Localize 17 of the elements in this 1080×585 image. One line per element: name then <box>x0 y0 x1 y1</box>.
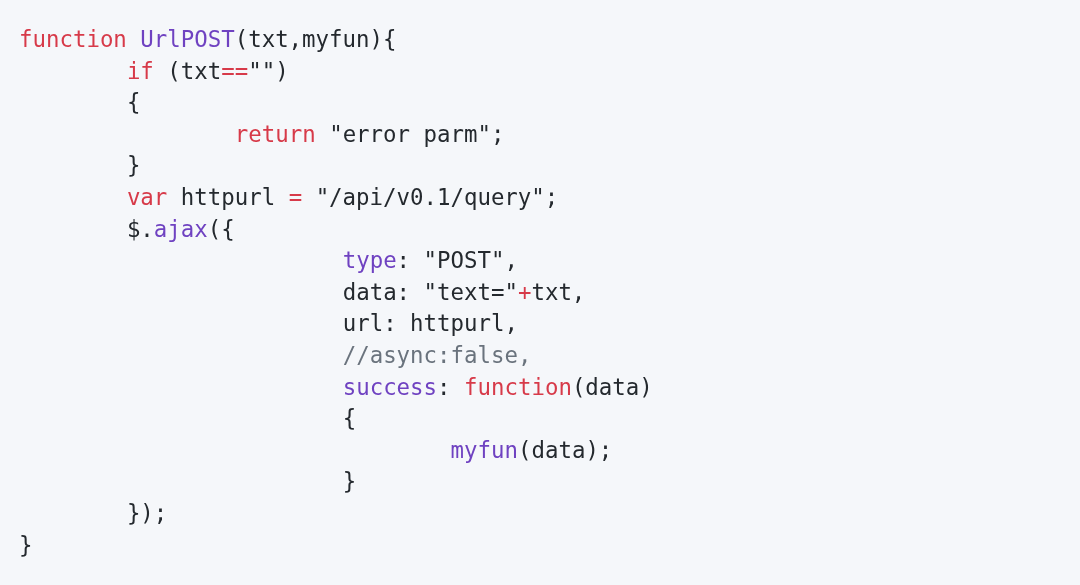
code-line: { <box>342 404 357 434</box>
code-line: } <box>126 151 141 181</box>
code-line: $.ajax({ <box>126 214 235 244</box>
code-line: var httpurl = "/api/v0.1/query"; <box>126 183 559 212</box>
code-line: return "error parm"; <box>234 119 505 149</box>
code-line: } <box>342 467 357 497</box>
code-line: type: "POST", <box>342 246 518 276</box>
code-line: if (txt=="") <box>126 56 289 86</box>
code-line: { <box>126 88 141 118</box>
code-line: }); <box>126 499 168 528</box>
code-line: data: "text="+txt, <box>342 277 586 307</box>
code-line: } <box>19 530 33 560</box>
code-line: success: function(data) <box>342 372 653 402</box>
code-line: //async:false, <box>342 341 532 370</box>
code-line: myfun(data); <box>450 435 613 465</box>
code-line: function UrlPOST(txt,myfun){ <box>19 25 397 54</box>
code-line: url: httpurl, <box>342 309 518 339</box>
